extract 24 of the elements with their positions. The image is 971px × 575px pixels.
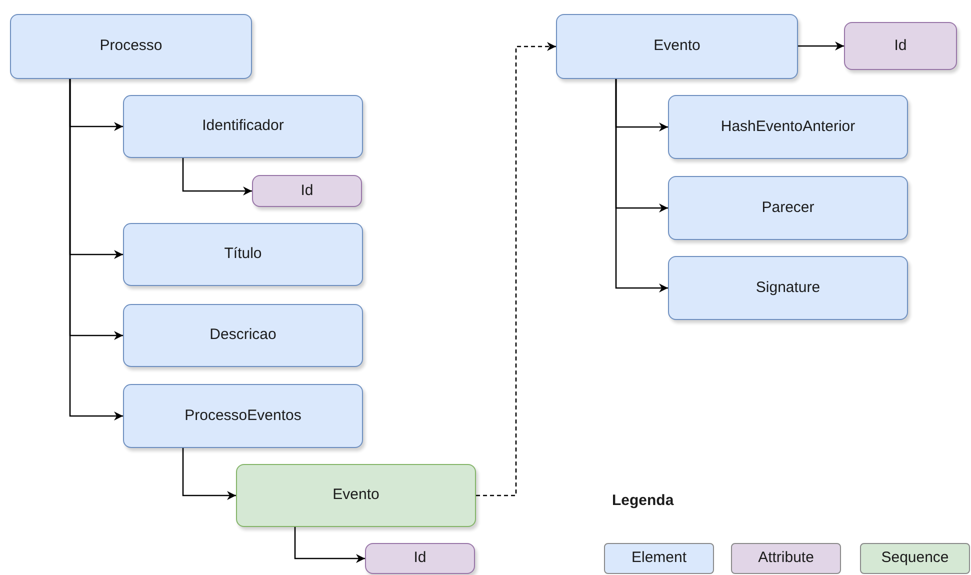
legend-swatch: Attribute [731,543,841,574]
rounded-box: ProcessoEventos [123,384,363,448]
legend-title: Legenda [612,491,674,511]
rounded-box: Id [252,175,362,207]
rounded-box: Id [844,22,957,70]
rounded-box: Signature [668,256,908,320]
arrow [294,527,365,563]
rounded-box: Identificador [123,95,363,158]
arrow [69,79,123,420]
rounded-box: Evento [236,464,476,527]
arrow [182,158,252,196]
rounded-box: Parecer [668,176,908,240]
rounded-box: HashEventoAnterior [668,95,908,159]
arrow [182,448,236,500]
arrow [798,42,844,50]
rounded-box: Evento [556,14,798,79]
rounded-box: Id [365,543,475,574]
legend-swatch: Sequence [860,543,970,574]
legend-swatch: Element [604,543,714,574]
arrow [615,79,668,292]
rounded-box: Processo [10,14,252,79]
rounded-box: Título [123,223,363,286]
rounded-box: Descricao [123,304,363,367]
arrow [476,42,556,496]
